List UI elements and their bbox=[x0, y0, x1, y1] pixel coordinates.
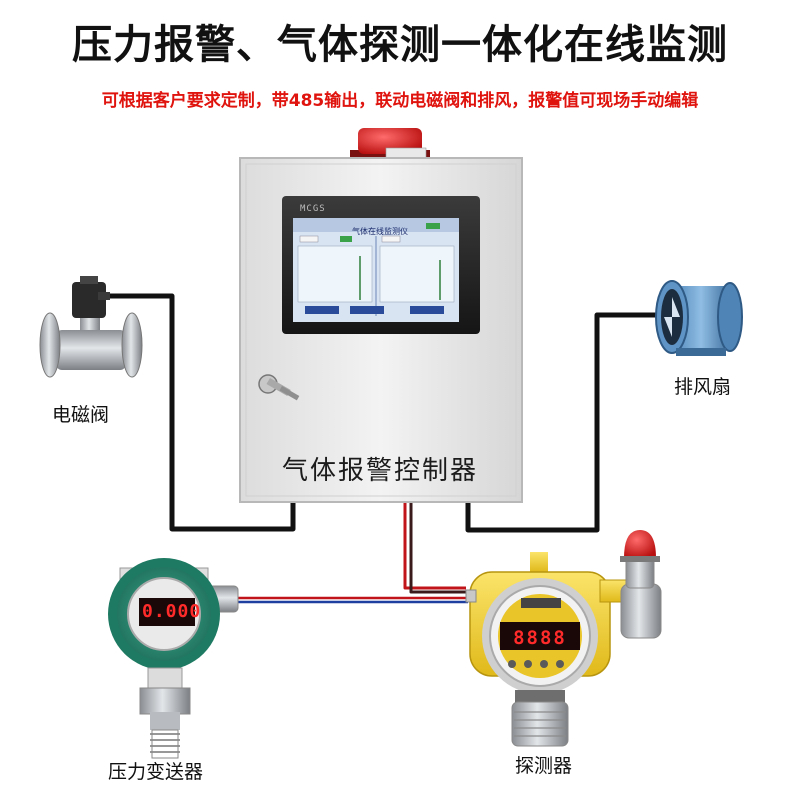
page-title: 压力报警、气体探测一体化在线监测 bbox=[72, 22, 728, 68]
page-subtitle: 可根据客户要求定制，带485输出，联动电磁阀和排风，报警值可现场手动编辑 bbox=[101, 91, 699, 111]
screen-title: 气体在线监测仪 bbox=[352, 227, 408, 236]
detector-label: 探测器 bbox=[515, 755, 573, 777]
exhaust-fan-graphic bbox=[655, 280, 743, 356]
pressure-transmitter-graphic bbox=[108, 558, 239, 759]
wire-detector-red bbox=[403, 500, 466, 590]
controller-cabinet bbox=[239, 128, 523, 503]
wire-fan bbox=[465, 312, 673, 533]
detector-alarm-lamp bbox=[620, 530, 662, 639]
key-icon bbox=[258, 374, 300, 401]
detector-readout: 8888 bbox=[513, 627, 567, 649]
wiring bbox=[100, 293, 673, 604]
wire-detector-dark bbox=[409, 500, 466, 594]
transmitter-readout: 0.000 bbox=[142, 601, 202, 622]
gas-detector-graphic bbox=[465, 552, 629, 747]
solenoid-valve-label: 电磁阀 bbox=[52, 404, 110, 426]
controller-top-lamp bbox=[358, 128, 422, 154]
brand-label: MCGS bbox=[300, 204, 326, 214]
wire-valve bbox=[100, 293, 296, 532]
pressure-transmitter-label: 压力变送器 bbox=[108, 761, 204, 783]
transmitter-display bbox=[139, 598, 195, 626]
exhaust-fan-label: 排风扇 bbox=[674, 376, 732, 398]
controller-label: 气体报警控制器 bbox=[281, 456, 478, 486]
detector-display bbox=[500, 622, 580, 650]
solenoid-valve-graphic bbox=[39, 276, 143, 378]
